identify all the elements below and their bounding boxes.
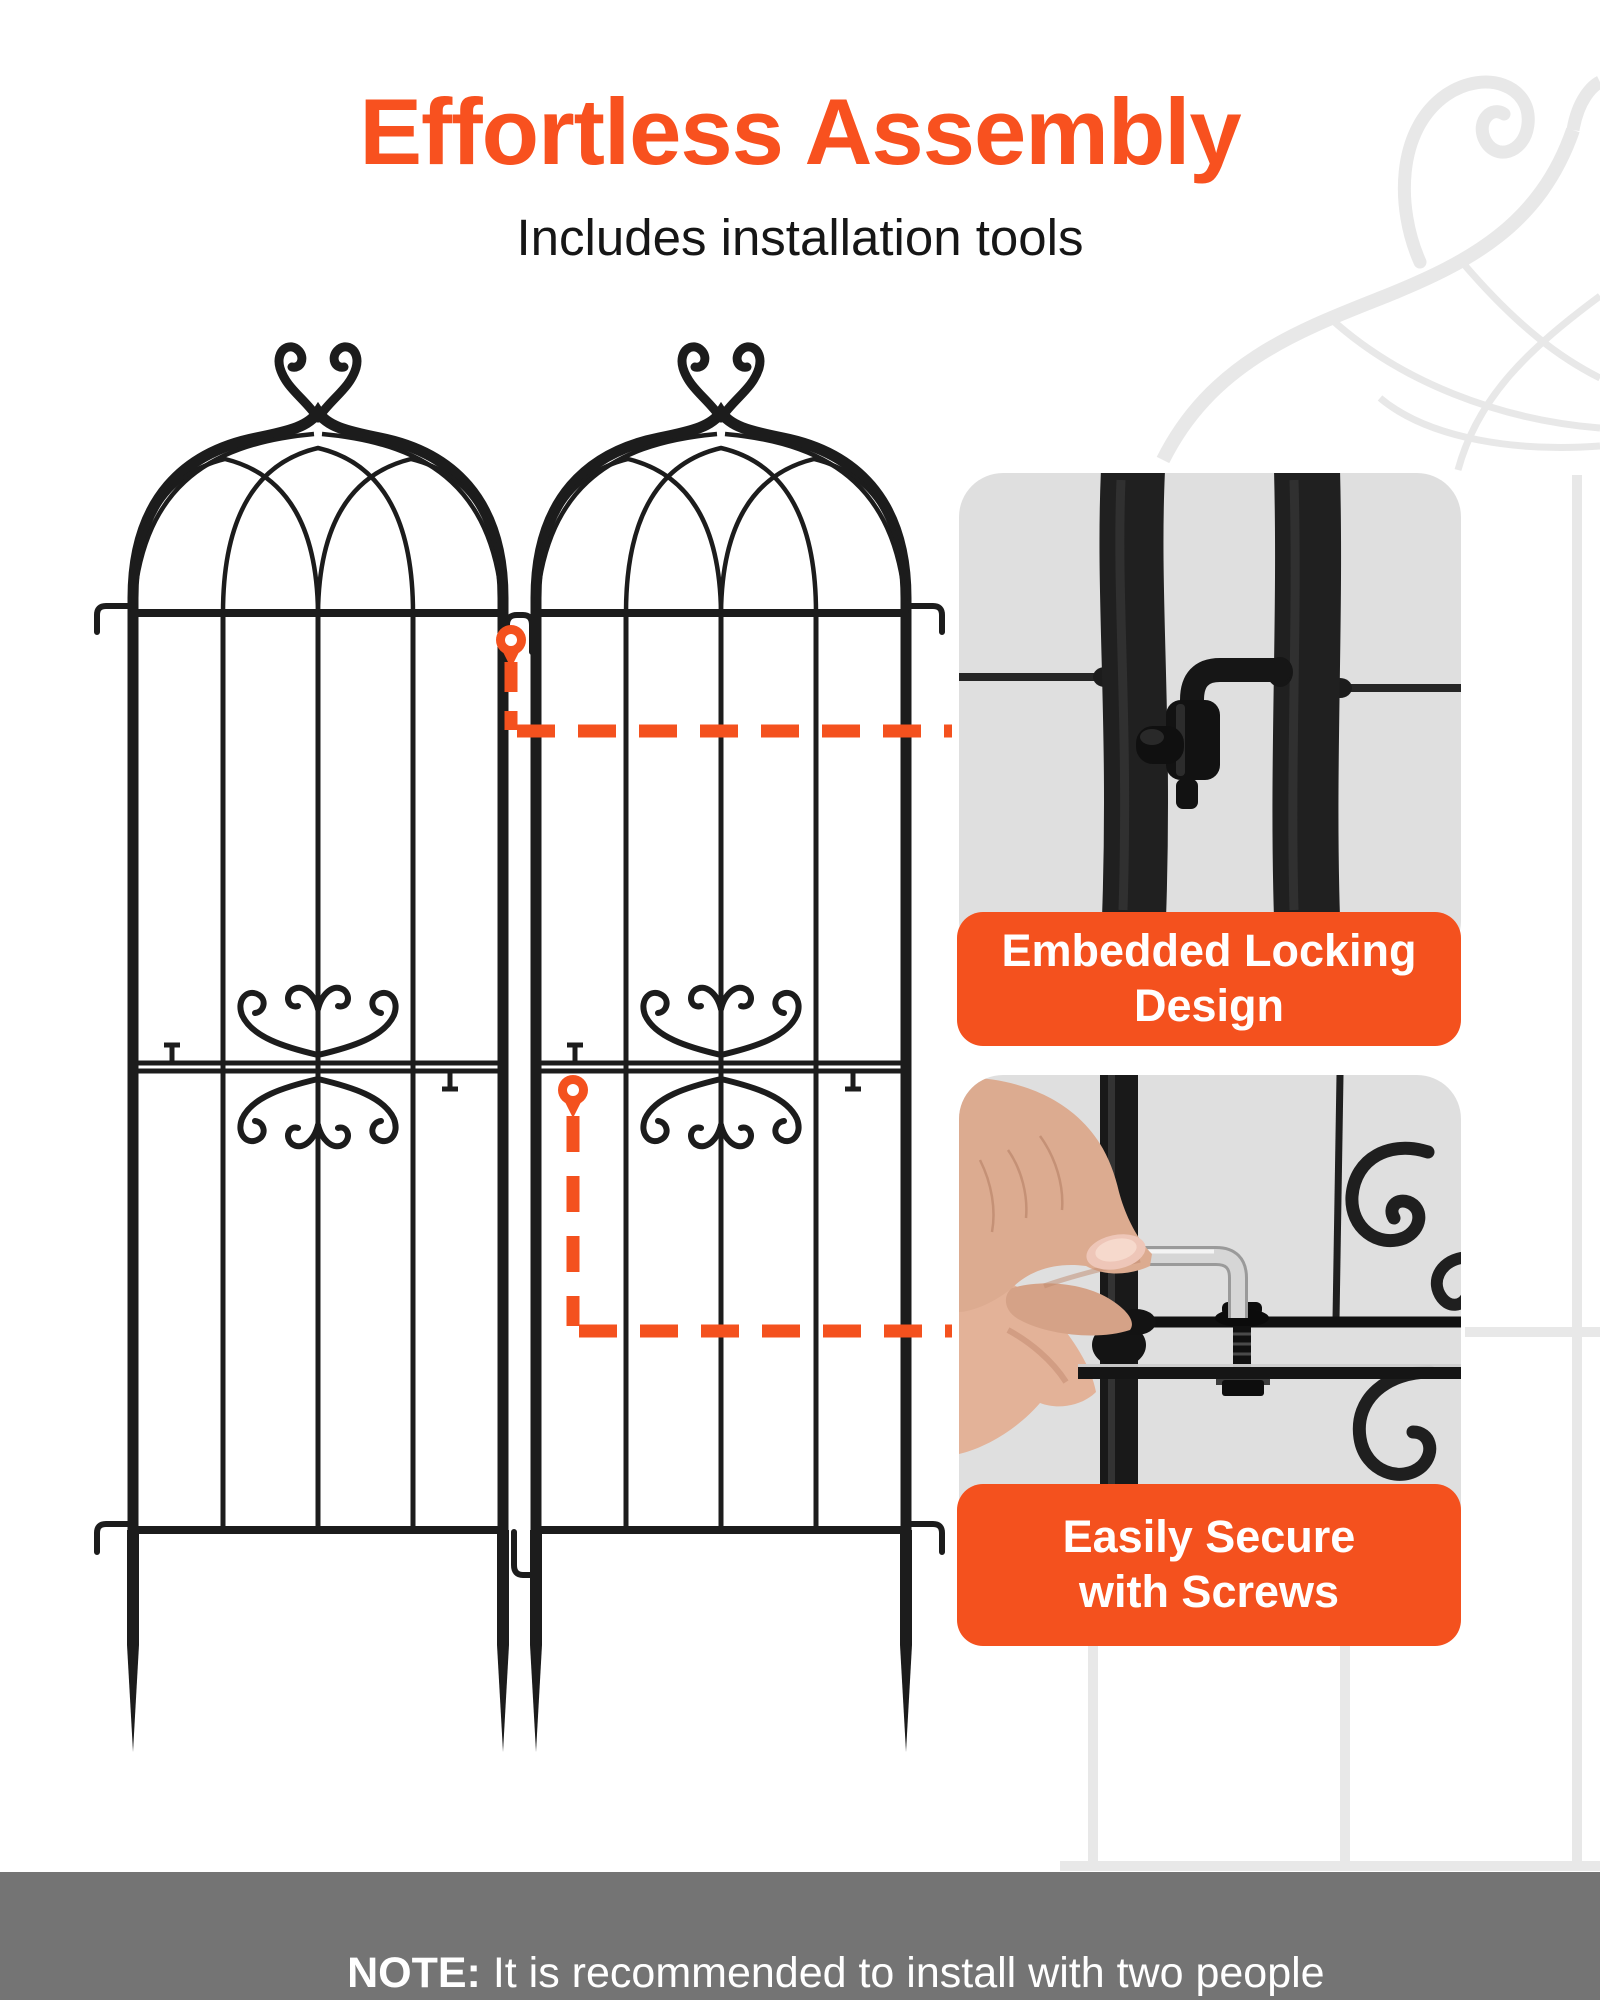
- panel-locking-hook: [504, 612, 535, 655]
- trellis-panel-right: [530, 347, 912, 1752]
- watermark-trellis: [1060, 75, 1600, 1871]
- note-body: It is recommended to install with two pe…: [480, 1949, 1325, 1997]
- locking-design-photo: [959, 473, 1461, 965]
- note-bar: NOTE: It is recommended to install with …: [0, 1872, 1600, 2000]
- callout-lines: [504, 662, 952, 1338]
- page-subtitle: Includes installation tools: [516, 209, 1084, 266]
- location-pin-marker-icon: [496, 625, 526, 668]
- callout-badge-line: Design: [1133, 980, 1285, 1031]
- callout-badge-embedded-locking: Embedded Locking Design: [957, 912, 1461, 1046]
- page-title: Effortless Assembly: [359, 79, 1241, 184]
- hand-lower: [959, 1268, 1096, 1454]
- callout-badge-line: Easily Secure: [1062, 1511, 1356, 1563]
- callout-markers: [496, 625, 588, 1118]
- callout-badge-line: with Screws: [1078, 1566, 1340, 1617]
- trellis-panel-left: [127, 347, 509, 1752]
- trellis-panels-illustration: [94, 347, 945, 1752]
- note-prefix: NOTE:: [347, 1949, 481, 1997]
- hand-upper: [959, 1077, 1152, 1336]
- callout-badge-easily-secure: Easily Secure with Screws: [957, 1484, 1461, 1646]
- frame-hooks: [94, 603, 945, 1578]
- location-pin-marker-icon: [558, 1075, 588, 1118]
- note-text: NOTE: It is recommended to install with …: [275, 1900, 1324, 2000]
- callout-badge-line: Embedded Locking: [1001, 925, 1417, 977]
